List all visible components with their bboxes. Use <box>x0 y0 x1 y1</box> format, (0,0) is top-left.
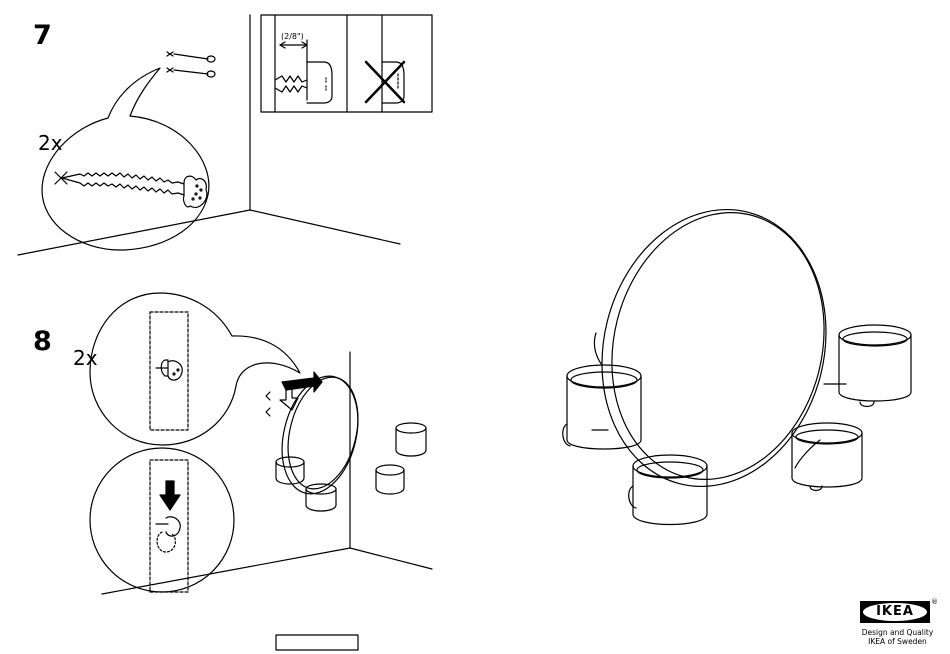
step8-quantity: 2x <box>73 348 98 368</box>
step8-down-arrow <box>160 481 180 510</box>
step7-wall-corner <box>18 15 400 255</box>
step-number-7: 7 <box>33 22 52 49</box>
product-pot-bottom <box>629 455 707 525</box>
product-pot-left <box>563 365 641 449</box>
ikea-logo-text: IKEA <box>860 604 930 620</box>
step8-zoom-bubble-bottom <box>90 448 234 592</box>
ikea-tagline: Design and Quality IKEA of Sweden <box>850 628 945 646</box>
ikea-tagline-line2: IKEA of Sweden <box>850 637 945 646</box>
step7-inset-frame <box>261 15 432 112</box>
step7-quantity: 2x <box>38 133 63 153</box>
step7-screws-small <box>167 52 215 77</box>
product-pot-right-top <box>839 325 911 407</box>
footer-reference-box <box>276 635 358 650</box>
product-mirror <box>573 186 854 511</box>
registered-mark: ® <box>931 598 938 606</box>
ikea-logo: IKEA <box>860 601 930 623</box>
step8-mirror-small <box>271 368 426 511</box>
step7-screw-large <box>55 172 207 207</box>
ikea-tagline-line1: Design and Quality <box>850 628 945 637</box>
step7-inset-wrong <box>366 62 404 103</box>
step7-inset-correct <box>275 40 332 103</box>
step8-bubble-top-detail <box>150 312 188 430</box>
step8-zoom-bubble-top <box>90 293 300 445</box>
step8-hang-arrow <box>266 372 322 416</box>
step7-measure-label: (2/8") <box>281 32 304 41</box>
step8-bubble-bottom-detail <box>150 460 188 592</box>
step-number-8: 8 <box>33 328 52 355</box>
step8-wall-corner <box>102 352 432 594</box>
